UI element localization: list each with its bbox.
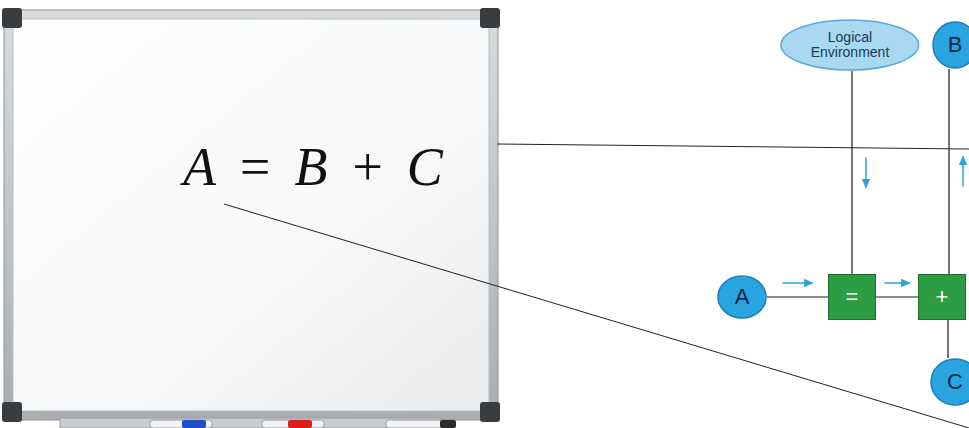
connector-line	[947, 320, 948, 358]
flow-arrow	[783, 282, 813, 284]
variable-circle: B	[932, 21, 969, 69]
flow-arrow	[865, 158, 867, 188]
connector	[767, 283, 828, 297]
equation-text: A = B + C	[183, 136, 443, 198]
variable-circle: C	[930, 358, 969, 406]
variable-circle: A	[717, 275, 767, 319]
whiteboard	[2, 8, 500, 422]
connector-line	[767, 296, 828, 297]
flow-arrow	[884, 282, 909, 284]
marker-tray	[60, 418, 456, 428]
connector-line	[876, 296, 918, 297]
environment-ellipse: Logical Environment	[780, 19, 920, 71]
node-label: B	[948, 33, 963, 57]
node-label: =	[846, 285, 859, 309]
connector-line	[948, 69, 949, 274]
connector	[852, 71, 866, 274]
operator-box: +	[918, 274, 966, 320]
connector	[876, 283, 918, 297]
node-label: +	[936, 285, 949, 309]
flow-arrow	[962, 157, 964, 187]
operator-box: =	[828, 274, 876, 320]
connector-line	[851, 71, 852, 274]
connector	[948, 320, 949, 358]
connector	[949, 69, 963, 274]
node-label: A	[735, 285, 750, 309]
node-label: Logical Environment	[802, 30, 898, 61]
node-label: C	[947, 370, 963, 394]
